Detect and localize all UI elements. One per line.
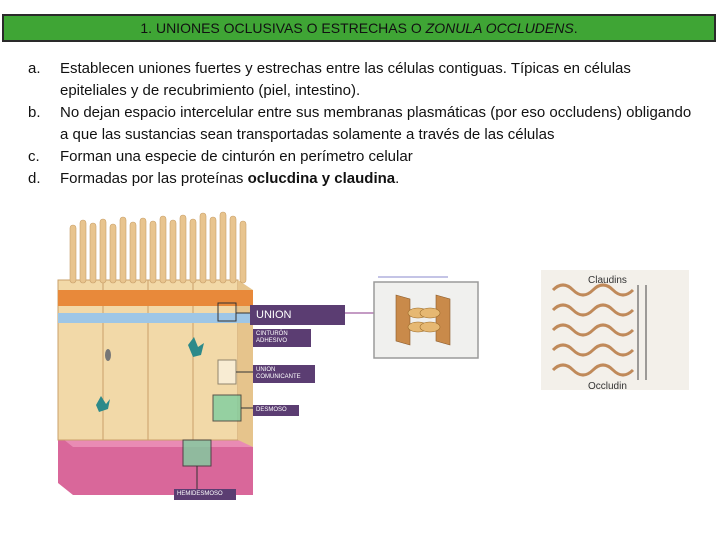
list-item: c.Forman una especie de cinturón en perí… xyxy=(28,148,413,165)
list-item: a.Establecen uniones fuertes y estrechas… xyxy=(28,60,631,99)
epithelial-junction-figure: UNION CINTURÓN ADHESIVO UNION COMUNICANT… xyxy=(48,195,720,515)
label-desmoso: DESMOSO xyxy=(253,405,299,416)
label-union: UNION xyxy=(250,305,345,325)
slide-title: 1. UNIONES OCLUSIVAS O ESTRECHAS O ZONUL… xyxy=(140,20,578,36)
label-hemidesmoso: HEMIDESMOSO xyxy=(174,489,236,500)
list-item: b.No dejan espacio intercelular entre su… xyxy=(28,104,692,143)
bullet-list: a.Establecen uniones fuertes y estrechas… xyxy=(28,58,700,190)
label-occludin: Occludin xyxy=(588,381,627,392)
label-claudins: Claudins xyxy=(588,275,627,286)
cell-illustration xyxy=(57,211,689,495)
slide-title-bar: 1. UNIONES OCLUSIVAS O ESTRECHAS O ZONUL… xyxy=(2,14,716,42)
label-cinturon-adhesivo: CINTURÓN ADHESIVO xyxy=(253,329,311,347)
label-union-comunicante: UNION COMUNICANTE xyxy=(253,365,315,383)
list-item: d.Formadas por las proteínas oclucdina y… xyxy=(28,170,400,187)
